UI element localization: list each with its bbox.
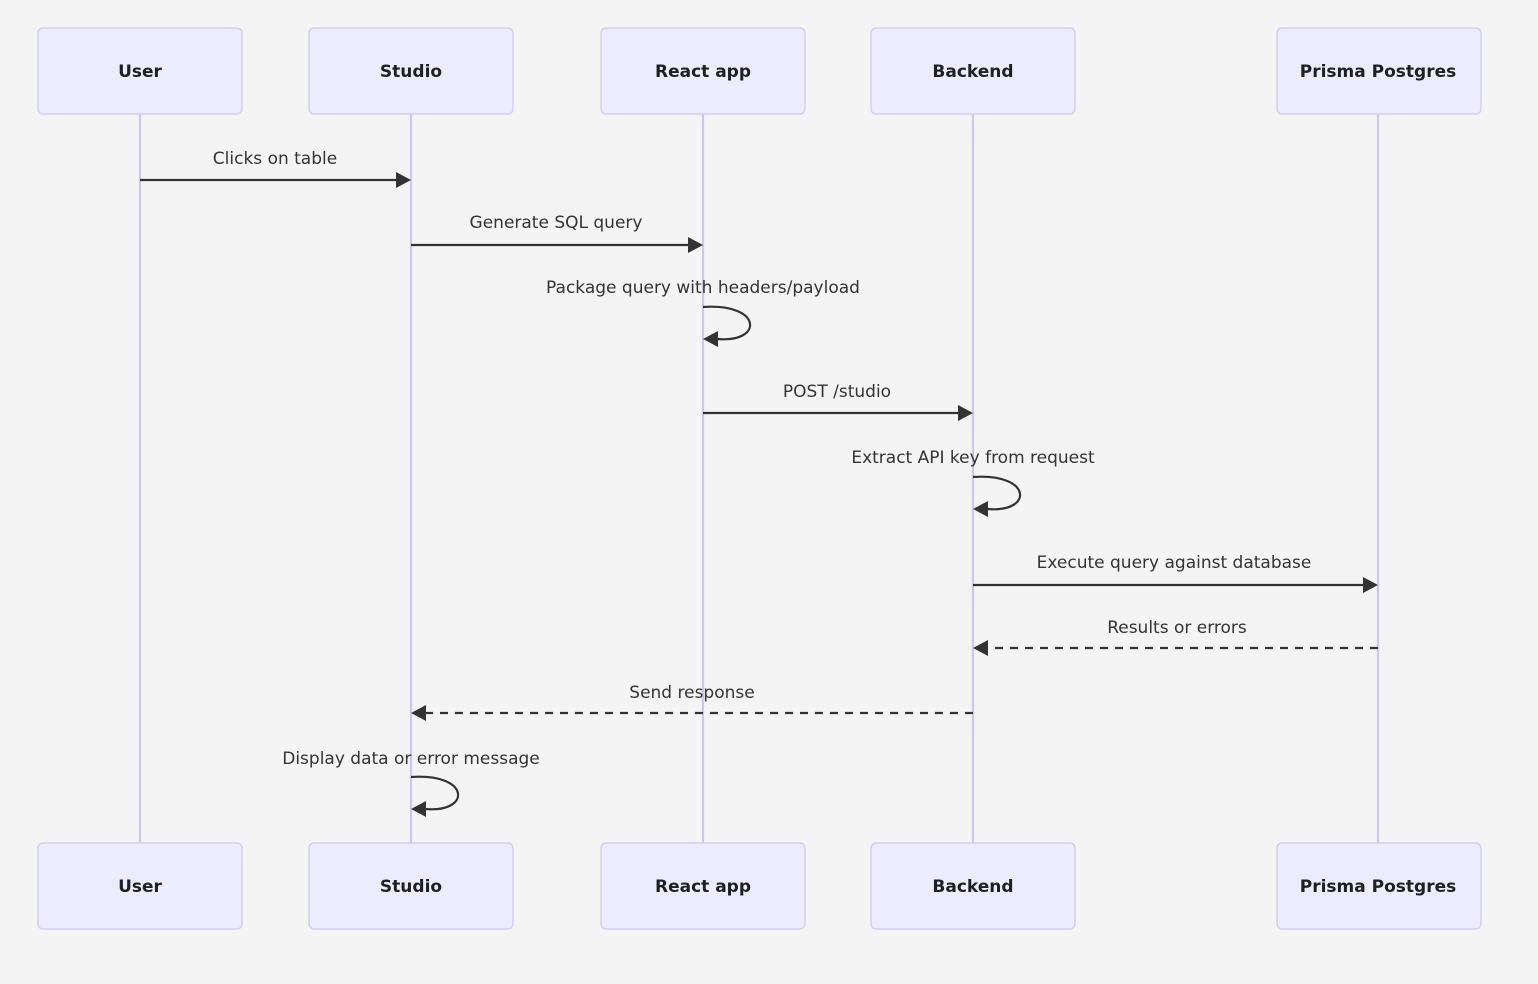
message-label-m4: POST /studio <box>783 382 891 402</box>
lifelines-layer <box>138 114 1380 843</box>
message-m9[interactable]: Display data or error message <box>282 749 540 817</box>
participant-bottom-prisma[interactable]: Prisma Postgres <box>1276 842 1482 930</box>
participant-box-studio <box>308 27 514 115</box>
message-self-loop-path <box>410 775 460 811</box>
participant-box-react <box>600 27 806 115</box>
participant-label-react: React app <box>655 62 751 82</box>
message-m2[interactable]: Generate SQL query <box>411 213 703 253</box>
participant-bottom-user[interactable]: User <box>37 842 243 930</box>
message-self-loop-path <box>702 305 752 341</box>
message-label-m9: Display data or error message <box>282 749 540 769</box>
participant-top-prisma[interactable]: Prisma Postgres <box>1276 27 1482 115</box>
message-self-loop-path <box>972 475 1022 511</box>
message-label-m6: Execute query against database <box>1037 553 1312 573</box>
participant-label-user: User <box>118 877 162 897</box>
participant-label-user: User <box>118 62 162 82</box>
participant-top-user[interactable]: User <box>37 27 243 115</box>
arrowhead <box>396 172 411 188</box>
message-m6[interactable]: Execute query against database <box>973 553 1378 593</box>
participant-top-studio[interactable]: Studio <box>308 27 514 115</box>
message-label-m2: Generate SQL query <box>470 213 643 233</box>
participant-label-prisma: Prisma Postgres <box>1300 877 1456 897</box>
participant-box-user <box>37 27 243 115</box>
message-label-m7: Results or errors <box>1107 618 1247 638</box>
message-m8[interactable]: Send response <box>411 683 973 721</box>
participant-top-backend[interactable]: Backend <box>870 27 1076 115</box>
participant-box-backend <box>870 27 1076 115</box>
message-label-m3: Package query with headers/payload <box>546 278 860 298</box>
arrowhead <box>958 405 973 421</box>
arrowhead <box>411 705 426 721</box>
participant-bottom-react[interactable]: React app <box>600 842 806 930</box>
participant-box-prisma <box>1276 27 1482 115</box>
arrowhead <box>1363 577 1378 593</box>
arrowhead <box>688 237 703 253</box>
message-m1[interactable]: Clicks on table <box>140 149 411 188</box>
participant-boxes-bottom: User Studio React app Backend Prisma Postgre… <box>37 842 1482 930</box>
participant-bottom-studio[interactable]: Studio <box>308 842 514 930</box>
message-m3[interactable]: Package query with headers/payload <box>546 278 860 347</box>
message-label-m8: Send response <box>629 683 754 703</box>
arrowhead <box>973 501 988 517</box>
participant-box-prisma <box>1276 842 1482 930</box>
message-m4[interactable]: POST /studio <box>703 382 973 421</box>
participant-label-prisma: Prisma Postgres <box>1300 62 1456 82</box>
participant-box-studio <box>308 842 514 930</box>
participant-box-backend <box>870 842 1076 930</box>
participant-label-backend: Backend <box>932 62 1013 82</box>
message-label-m5: Extract API key from request <box>851 448 1095 468</box>
arrowhead <box>703 331 718 347</box>
participant-label-react: React app <box>655 877 751 897</box>
participant-label-studio: Studio <box>380 877 442 897</box>
message-label-m1: Clicks on table <box>213 149 337 169</box>
participant-label-studio: Studio <box>380 62 442 82</box>
participant-box-user <box>37 842 243 930</box>
participant-bottom-backend[interactable]: Backend <box>870 842 1076 930</box>
participant-boxes-top: User Studio React app Backend Prisma Postgre… <box>37 27 1482 115</box>
arrowhead <box>411 801 426 817</box>
message-m7[interactable]: Results or errors <box>973 618 1378 656</box>
participant-box-react <box>600 842 806 930</box>
participant-top-react[interactable]: React app <box>600 27 806 115</box>
participant-label-backend: Backend <box>932 877 1013 897</box>
message-m5[interactable]: Extract API key from request <box>851 448 1095 517</box>
arrowhead <box>973 640 988 656</box>
